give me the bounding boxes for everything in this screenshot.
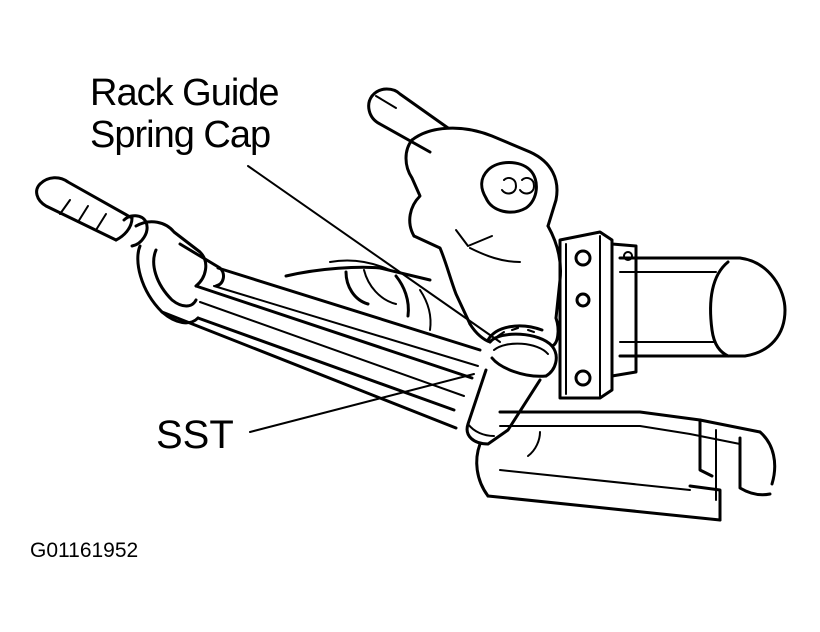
sst-socket [467,328,556,444]
label-sst: SST [156,413,234,457]
rack-guide-spring-cap [470,318,558,346]
leader-rack-guide-spring-cap [248,166,500,342]
crossmember [477,412,775,520]
rack-housing-tube [620,258,785,356]
sst-wrench [37,178,480,428]
mounting-bracket [560,232,636,398]
leader-lines [248,166,500,432]
figure-code: G01161952 [30,539,139,562]
left-rack-tube [286,260,431,330]
label-rack-guide-spring-cap-line2: Spring Cap [90,114,271,156]
leader-sst [250,374,474,432]
label-rack-guide-spring-cap-line1: Rack Guide [90,72,280,114]
pinion-valve-body [369,89,561,324]
